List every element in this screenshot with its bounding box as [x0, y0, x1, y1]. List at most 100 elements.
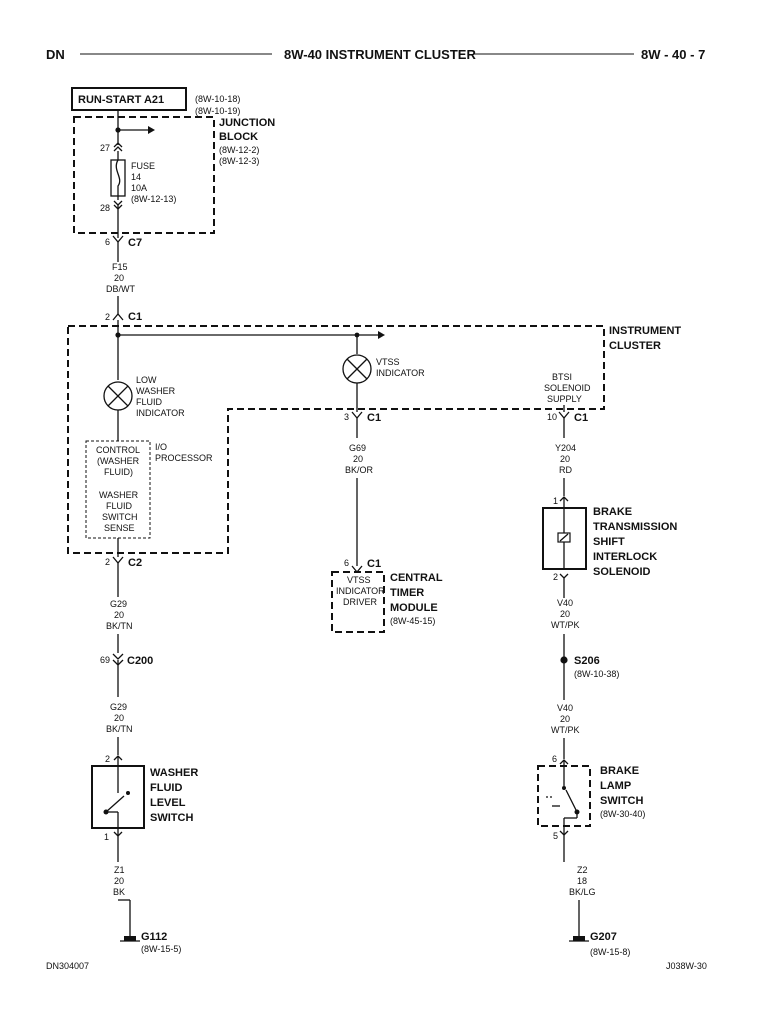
- page-footer: DN304007 J038W-30: [46, 961, 707, 971]
- central-timer-inner-1: VTSS: [347, 575, 371, 585]
- washer-switch-name-2: FLUID: [150, 782, 182, 794]
- washer-fluid-level-switch: 2 1 WASHER FLUID LEVEL SWITCH: [91, 754, 198, 842]
- c2-pin: 2: [105, 557, 110, 567]
- solenoid-name-5: SOLENOID: [593, 566, 651, 578]
- wire-z2-gauge: 18: [577, 876, 587, 886]
- run-start-ref-1: (8W-10-18): [195, 94, 240, 104]
- io-processor-line-1: I/O: [155, 442, 167, 452]
- c200-name: C200: [127, 655, 153, 667]
- splice-s206: S206 (8W-10-38): [560, 655, 619, 679]
- c1-top-pin: 2: [105, 312, 110, 322]
- wire-g29-b-gauge: 20: [114, 713, 124, 723]
- c1-right-pin: 10: [547, 412, 557, 422]
- c1-mid-name: C1: [367, 412, 381, 424]
- header-page-number: 8W - 40 - 7: [641, 47, 705, 62]
- junction-block-ref-1: (8W-12-2): [219, 145, 259, 155]
- low-washer-lamp-icon: [103, 381, 133, 411]
- brake-switch-name-2: LAMP: [600, 780, 631, 792]
- vtss-lamp-icon: [342, 354, 372, 384]
- central-timer-inner-3: DRIVER: [343, 597, 378, 607]
- ground-g112: G112 (8W-15-5): [120, 931, 181, 954]
- c7-name: C7: [128, 237, 142, 249]
- wire-z2-color: BK/LG: [569, 887, 596, 897]
- low-washer-line-3: FLUID: [136, 397, 163, 407]
- wire-v40-b-id: V40: [557, 703, 573, 713]
- fuse-ref: (8W-12-13): [131, 194, 176, 204]
- brake-switch-pin-6: 6: [552, 754, 557, 764]
- wire-z1-id: Z1: [114, 865, 125, 875]
- central-timer-module: 6 C1 VTSS INDICATOR DRIVER CENTRAL TIMER…: [331, 558, 443, 633]
- junction-pin-28: 28: [100, 203, 110, 213]
- low-washer-line-2: WASHER: [136, 386, 176, 396]
- run-start-ref-2: (8W-10-19): [195, 106, 240, 116]
- control-line-1: CONTROL: [96, 445, 140, 455]
- wire-v40-a-color: WT/PK: [551, 620, 580, 630]
- junction-pin-27: 27: [100, 143, 110, 153]
- fuse-rating: 10A: [131, 183, 147, 193]
- wire-g29-a: G29 20 BK/TN: [106, 599, 133, 653]
- low-washer-line-4: INDICATOR: [136, 408, 185, 418]
- wire-g69-id: G69: [349, 443, 366, 453]
- brake-lamp-switch: 6 5 BRAKE LAMP SWITCH (8W-30-40): [537, 754, 645, 841]
- connector-c1-mid: 3 C1: [344, 411, 381, 438]
- btsi-line-3: SUPPLY: [547, 394, 582, 404]
- ground-icon: [569, 936, 589, 942]
- wire-v40-a-id: V40: [557, 598, 573, 608]
- wire-z2: Z2 18 BK/LG: [563, 840, 596, 936]
- control-line-3: FLUID): [104, 467, 133, 477]
- shift-interlock-solenoid: 1 2 BRAKE TRANSMISSION SHIFT INTERLOCK S…: [542, 496, 677, 598]
- vtss-indicator-line-1: VTSS: [376, 357, 400, 367]
- wire-g29-b-id: G29: [110, 702, 127, 712]
- wire-g69-color: BK/OR: [345, 465, 374, 475]
- io-processor-line-2: PROCESSOR: [155, 453, 213, 463]
- run-start-label: RUN-START A21: [78, 94, 164, 106]
- junction-block-name-2: BLOCK: [219, 131, 258, 143]
- connector-c7: 6 C7: [105, 233, 142, 249]
- wire-v40-a-gauge: 20: [560, 609, 570, 619]
- wire-y204-id: Y204: [555, 443, 576, 453]
- wire-g29-a-id: G29: [110, 599, 127, 609]
- ground-icon: [120, 936, 140, 942]
- wire-f15-id: F15: [112, 262, 128, 272]
- wire-v40-a: V40 20 WT/PK: [551, 598, 580, 700]
- instrument-cluster-name-1: INSTRUMENT: [609, 325, 681, 337]
- connector-c200: 69 C200: [100, 653, 153, 697]
- c2-name: C2: [128, 557, 142, 569]
- central-timer-name-1: CENTRAL: [390, 572, 443, 584]
- wire-y204: Y204 20 RD: [555, 443, 576, 496]
- central-timer-ref: (8W-45-15): [390, 616, 435, 626]
- connector-c1-right: 10 C1: [547, 405, 588, 438]
- brake-switch-ref: (8W-30-40): [600, 809, 645, 819]
- wire-g69-gauge: 20: [353, 454, 363, 464]
- brake-switch-contact-icon: [546, 786, 580, 840]
- brake-switch-name-1: BRAKE: [600, 765, 639, 777]
- wire-y204-color: RD: [559, 465, 572, 475]
- washer-switch-pin-2: 2: [105, 754, 110, 764]
- switch-contact-icon: [103, 791, 130, 840]
- brake-switch-name-3: SWITCH: [600, 795, 643, 807]
- junction-block-name-1: JUNCTION: [219, 117, 275, 129]
- solenoid-pin-1: 1: [553, 496, 558, 506]
- washer-switch-name-3: LEVEL: [150, 797, 186, 809]
- wire-z1: Z1 20 BK: [113, 840, 131, 936]
- header-left: DN: [46, 47, 65, 62]
- wire-v40-b-color: WT/PK: [551, 725, 580, 735]
- wire-g69: G69 20 BK/OR: [345, 443, 374, 566]
- washer-switch-pin-1: 1: [104, 832, 109, 842]
- central-timer-conn: C1: [367, 558, 381, 570]
- s206-name: S206: [574, 655, 600, 667]
- wire-v40-b: V40 20 WT/PK: [551, 703, 580, 759]
- central-timer-name-2: TIMER: [390, 587, 424, 599]
- wire-z1-color: BK: [113, 887, 125, 897]
- vtss-indicator-line-2: INDICATOR: [376, 368, 425, 378]
- control-line-6: SWITCH: [102, 512, 138, 522]
- btsi-line-2: SOLENOID: [544, 383, 591, 393]
- solenoid-pin-2: 2: [553, 572, 558, 582]
- s206-ref: (8W-10-38): [574, 669, 619, 679]
- coil-icon: [557, 532, 571, 543]
- fuse-label: FUSE: [131, 161, 155, 171]
- junction-block: JUNCTION BLOCK (8W-12-2) (8W-12-3) 27 FU…: [73, 110, 275, 234]
- footer-left: DN304007: [46, 961, 89, 971]
- g112-ref: (8W-15-5): [141, 944, 181, 954]
- ground-g207: G207 (8W-15-8): [569, 931, 630, 957]
